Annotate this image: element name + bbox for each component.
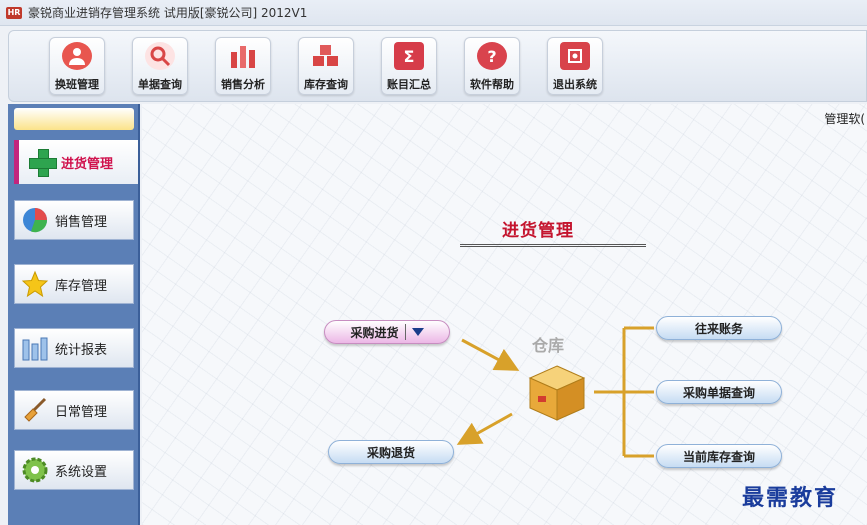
purchase-return-button[interactable]: 采购退货 bbox=[328, 440, 454, 464]
sidebar-item-daily-management[interactable]: 日常管理 bbox=[14, 390, 134, 430]
purchase-documents-query-button[interactable]: 采购单据查询 bbox=[656, 380, 782, 404]
software-help-button[interactable]: ? 软件帮助 bbox=[464, 37, 520, 95]
flow-connectors bbox=[456, 326, 654, 458]
purchase-return-label: 采购退货 bbox=[366, 445, 415, 460]
purchase-in-label: 采购进货 bbox=[350, 325, 399, 340]
exit-system-button[interactable]: 退出系统 bbox=[547, 37, 603, 95]
users-icon bbox=[62, 42, 92, 70]
toolbar-label: 软件帮助 bbox=[470, 78, 514, 91]
sidebar-item-label: 销售管理 bbox=[55, 214, 108, 230]
purchase-in-dropdown[interactable]: 采购进货 bbox=[324, 320, 450, 344]
toolbar-label: 退出系统 bbox=[553, 78, 597, 91]
exit-icon bbox=[560, 42, 590, 70]
action-label: 采购单据查询 bbox=[682, 385, 755, 400]
app-logo-icon: HR bbox=[6, 6, 22, 19]
sidebar-item-label: 日常管理 bbox=[55, 404, 108, 420]
inventory-query-button[interactable]: 库存查询 bbox=[298, 37, 354, 95]
left-sidebar: 进货管理 销售管理 库存管理 统计报表 日常管理 系统设置 bbox=[8, 104, 140, 525]
toolbar-label: 账目汇总 bbox=[387, 78, 431, 91]
sidebar-item-purchase-management[interactable]: 进货管理 bbox=[14, 140, 138, 184]
title-underline bbox=[460, 244, 646, 247]
toolbar-label: 销售分析 bbox=[221, 78, 265, 91]
title-bar: HR 豪锐商业进销存管理系统 试用版[豪锐公司] 2012V1 bbox=[0, 0, 867, 26]
toolbar-label: 单据查询 bbox=[138, 78, 182, 91]
broom-icon bbox=[21, 396, 49, 424]
sidebar-item-system-settings[interactable]: 系统设置 bbox=[14, 450, 134, 490]
main-toolbar: 换班管理 单据查询 销售分析 库存查询 Σ 账目汇总 ? 软件帮助 退出系统 bbox=[8, 30, 867, 102]
sidebar-item-label: 系统设置 bbox=[55, 464, 108, 480]
warehouse-label: 仓库 bbox=[532, 336, 565, 355]
report-bars-icon bbox=[21, 334, 49, 362]
current-inventory-query-button[interactable]: 当前库存查询 bbox=[656, 444, 782, 468]
shift-management-button[interactable]: 换班管理 bbox=[49, 37, 105, 95]
warehouse-box-icon bbox=[528, 365, 586, 421]
sidebar-item-inventory-management[interactable]: 库存管理 bbox=[14, 264, 134, 304]
sidebar-header-bar bbox=[14, 108, 134, 130]
plus-icon bbox=[29, 149, 57, 177]
main-content: 管理软( 进货管理 采购进货 仓库 采购退货 往来账务 采购单据查询 bbox=[142, 104, 867, 525]
action-label: 当前库存查询 bbox=[682, 449, 755, 464]
gear-icon bbox=[21, 456, 49, 484]
toolbar-label: 库存查询 bbox=[304, 78, 348, 91]
sidebar-item-label: 统计报表 bbox=[55, 342, 108, 358]
boxes-icon bbox=[311, 42, 341, 70]
accounts-payable-button[interactable]: 往来账务 bbox=[656, 316, 782, 340]
toolbar-label: 换班管理 bbox=[55, 78, 99, 91]
sidebar-item-statistics-report[interactable]: 统计报表 bbox=[14, 328, 134, 368]
sidebar-item-label: 进货管理 bbox=[61, 156, 114, 172]
document-query-button[interactable]: 单据查询 bbox=[132, 37, 188, 95]
sigma-icon: Σ bbox=[394, 42, 424, 70]
help-icon: ? bbox=[477, 42, 507, 70]
action-label: 往来账务 bbox=[694, 321, 743, 336]
pie-chart-icon bbox=[21, 206, 49, 234]
star-icon bbox=[21, 270, 49, 298]
dropdown-separator bbox=[404, 324, 406, 340]
sales-analysis-button[interactable]: 销售分析 bbox=[215, 37, 271, 95]
account-summary-button[interactable]: Σ 账目汇总 bbox=[381, 37, 437, 95]
header-text: 管理软( bbox=[824, 112, 865, 126]
window-title: 豪锐商业进销存管理系统 试用版[豪锐公司] 2012V1 bbox=[28, 6, 308, 20]
bar-chart-icon bbox=[228, 42, 258, 70]
chevron-down-icon bbox=[411, 328, 424, 336]
sidebar-item-sales-management[interactable]: 销售管理 bbox=[14, 200, 134, 240]
watermark-text: 最需教育 bbox=[742, 485, 839, 511]
search-icon bbox=[145, 42, 175, 70]
page-title: 进货管理 bbox=[502, 221, 574, 241]
sidebar-item-label: 库存管理 bbox=[55, 278, 108, 294]
